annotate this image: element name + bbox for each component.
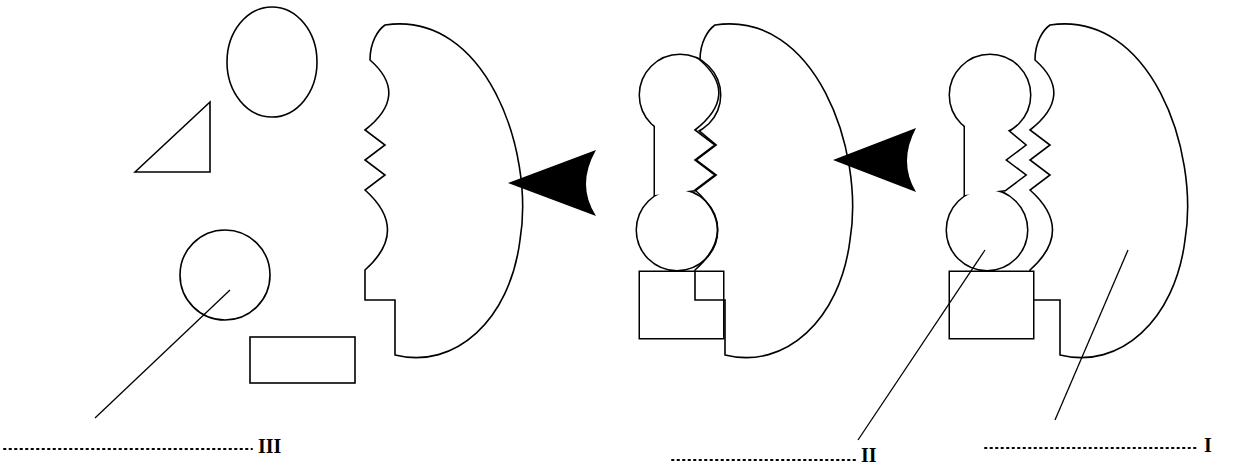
reaction-arrow (833, 128, 916, 192)
part-label: I (1204, 435, 1212, 455)
product-triangle (135, 102, 210, 172)
part-label: II (861, 445, 877, 465)
product-circle (180, 230, 270, 320)
leader-line (1055, 250, 1128, 420)
leader-line (95, 290, 230, 418)
enzyme-outline (365, 24, 523, 358)
enzyme-substrate-complex (637, 24, 853, 358)
answer-blank (985, 447, 1198, 449)
answer-blank (4, 448, 252, 450)
enzyme-outline (1030, 24, 1188, 358)
leader-line (858, 250, 985, 440)
product-circle (227, 7, 317, 117)
substrate-outline (947, 55, 1033, 338)
product-rectangle (250, 337, 355, 383)
reaction-arrow (508, 150, 596, 216)
part-label: III (258, 436, 281, 456)
answer-blank (672, 459, 856, 461)
